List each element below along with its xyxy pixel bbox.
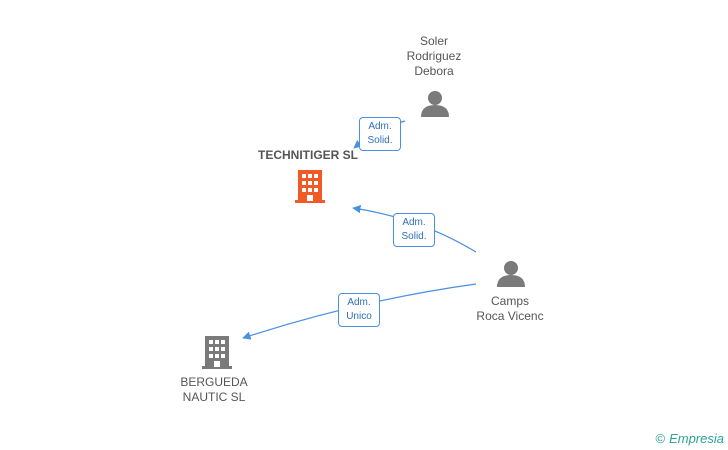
building-icon[interactable]: [295, 170, 325, 203]
company-label-bergueda[interactable]: BERGUEDA NAUTIC SL: [170, 375, 258, 405]
role-badge-camps-bergueda: Adm. Unico: [338, 293, 380, 327]
person-icon[interactable]: [497, 261, 525, 287]
company-label-line: BERGUEDA: [180, 375, 248, 389]
brand-footer[interactable]: ©Empresia: [655, 431, 724, 446]
role-badge-line: Adm.: [402, 217, 426, 228]
person-label-line: Roca Vicenc: [476, 309, 544, 323]
role-badge-soler-technitiger: Adm. Solid.: [359, 117, 401, 151]
role-badge-line: Solid.: [367, 135, 393, 146]
role-badge-line: Unico: [346, 311, 372, 322]
copyright-symbol: ©: [655, 431, 666, 446]
person-label-soler[interactable]: Soler Rodriguez Debora: [390, 34, 478, 79]
building-icon[interactable]: [202, 336, 232, 369]
person-label-line: Debora: [414, 64, 454, 78]
person-label-line: Camps: [490, 294, 529, 308]
person-label-line: Rodriguez: [406, 49, 462, 63]
role-badge-line: Adm.: [347, 297, 371, 308]
role-badge-line: Adm.: [368, 121, 392, 132]
role-badge-line: Solid.: [401, 231, 427, 242]
brand-name: Empresia: [669, 431, 724, 446]
company-label-technitiger[interactable]: TECHNITIGER SL: [257, 148, 358, 162]
person-icon[interactable]: [421, 91, 449, 117]
person-label-camps[interactable]: Camps Roca Vicenc: [462, 294, 558, 324]
company-label-line: NAUTIC SL: [182, 390, 246, 404]
role-badge-camps-technitiger: Adm. Solid.: [393, 213, 435, 247]
person-label-line: Soler: [419, 34, 448, 48]
